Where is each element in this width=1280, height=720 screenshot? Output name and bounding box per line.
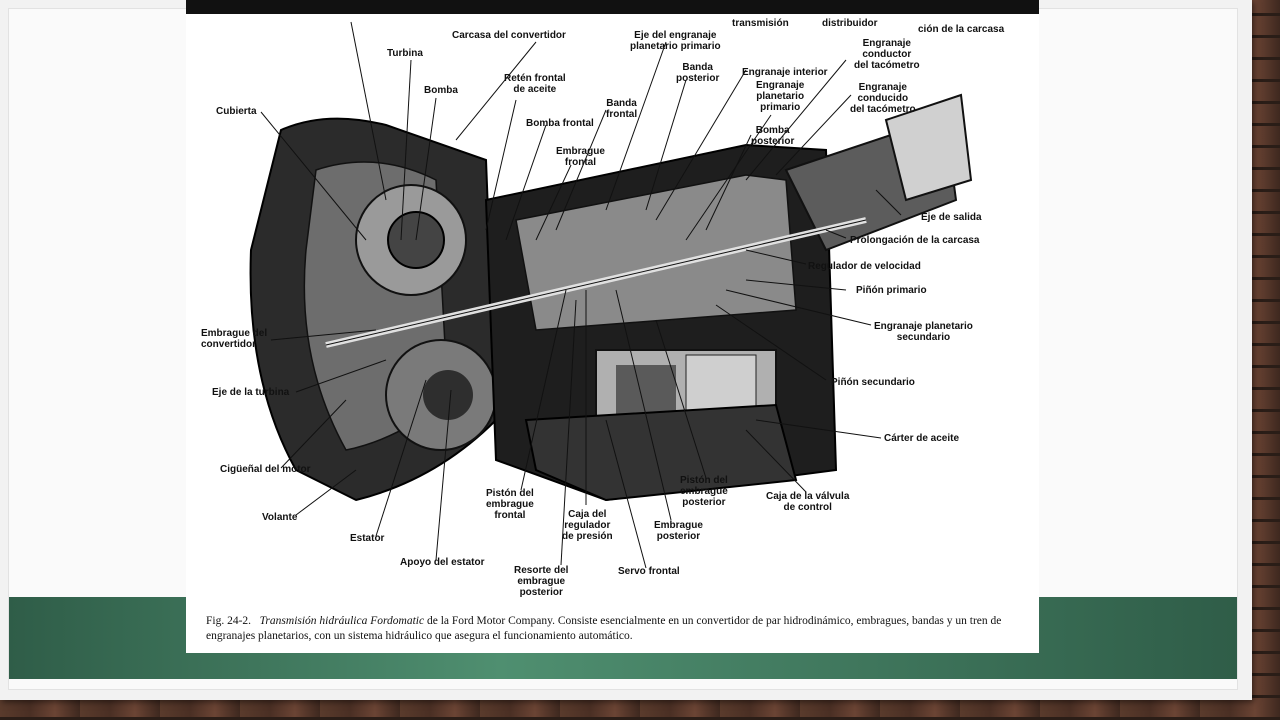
label-servo-frontal: Servo frontal (618, 566, 680, 577)
label-engranaje-planetario-secundario: Engranaje planetario secundario (874, 321, 973, 343)
label-apoyo-estator: Apoyo del estator (400, 557, 485, 568)
label-piston-embrague-posterior: Pistón del embrague posterior (680, 475, 728, 508)
leader-lines (260, 21, 902, 569)
label-banda-frontal: Banda frontal (606, 98, 638, 120)
label-pinon-primario: Piñón primario (856, 285, 927, 296)
label-eje-engranaje-planetario: Eje del engranaje planetario primario (630, 30, 721, 52)
label-carter-aceite: Cárter de aceite (884, 433, 960, 444)
label-embrague-posterior: Embrague posterior (654, 520, 703, 542)
stator-hub (423, 370, 473, 420)
label-engranaje-conductor-tacometro: Engranaje conductor del tacómetro (854, 38, 920, 71)
transmission-figure: transmisión distribuidor ción de la carc… (186, 0, 1039, 653)
caption-fig-number: Fig. 24-2. (206, 615, 252, 627)
transmission-cutaway-drawing (249, 21, 973, 569)
label-embrague-convertidor: Embrague del convertidor (201, 328, 268, 350)
label-eje-turbina: Eje de la turbina (212, 387, 290, 398)
label-embrague-frontal: Embrague frontal (556, 146, 605, 168)
caption-title: Transmisión hidráulica Fordomatic (259, 615, 425, 627)
figure-top-bar (186, 0, 1039, 14)
label-bomba-posterior: Bomba posterior (751, 125, 795, 147)
label-engranaje-conducido-tacometro: Engranaje conducido del tacómetro (850, 82, 916, 115)
label-piston-embrague-frontal: Pistón del embrague frontal (486, 488, 534, 521)
label-bomba: Bomba (424, 85, 458, 96)
label-transmision: transmisión (732, 18, 789, 29)
label-cubierta: Cubierta (216, 106, 257, 117)
label-reten-frontal: Retén frontal de aceite (504, 73, 566, 95)
oil-pan (524, 403, 798, 502)
label-turbina: Turbina (387, 48, 423, 59)
label-prolongacion-carcasa: Prolongación de la carcasa (850, 235, 980, 246)
main-shaft-edge (325, 219, 867, 346)
label-engranaje-interior: Engranaje interior (742, 67, 828, 78)
output-shaft (884, 93, 973, 202)
label-pinon-secundario: Piñón secundario (831, 377, 915, 388)
label-banda-posterior: Banda posterior (676, 62, 720, 84)
label-prolongacion-carcasa-top: ción de la carcasa (918, 24, 1005, 35)
caption-text: de la Ford Motor Company. Consiste esenc… (206, 615, 1002, 642)
figure-caption: Fig. 24-2. Transmisión hidráulica Fordom… (206, 614, 1026, 644)
label-caja-valvula-control: Caja de la válvula de control (766, 491, 850, 513)
label-estator: Estator (350, 533, 385, 544)
label-volante: Volante (262, 512, 298, 523)
label-regulador-velocidad: Regulador de velocidad (808, 261, 921, 272)
label-distribuidor: distribuidor (822, 18, 878, 29)
label-engranaje-planetario-primario: Engranaje planetario primario (756, 80, 805, 113)
label-ciguenal-motor: Cigüeñal del motor (220, 464, 311, 475)
label-carcasa-convertidor: Carcasa del convertidor (452, 30, 566, 41)
label-caja-regulador-presion: Caja del regulador de presión (562, 509, 613, 542)
label-resorte-embrague: Resorte del embrague posterior (514, 565, 569, 598)
label-bomba-frontal: Bomba frontal (526, 118, 594, 129)
label-eje-salida: Eje de salida (921, 212, 982, 223)
